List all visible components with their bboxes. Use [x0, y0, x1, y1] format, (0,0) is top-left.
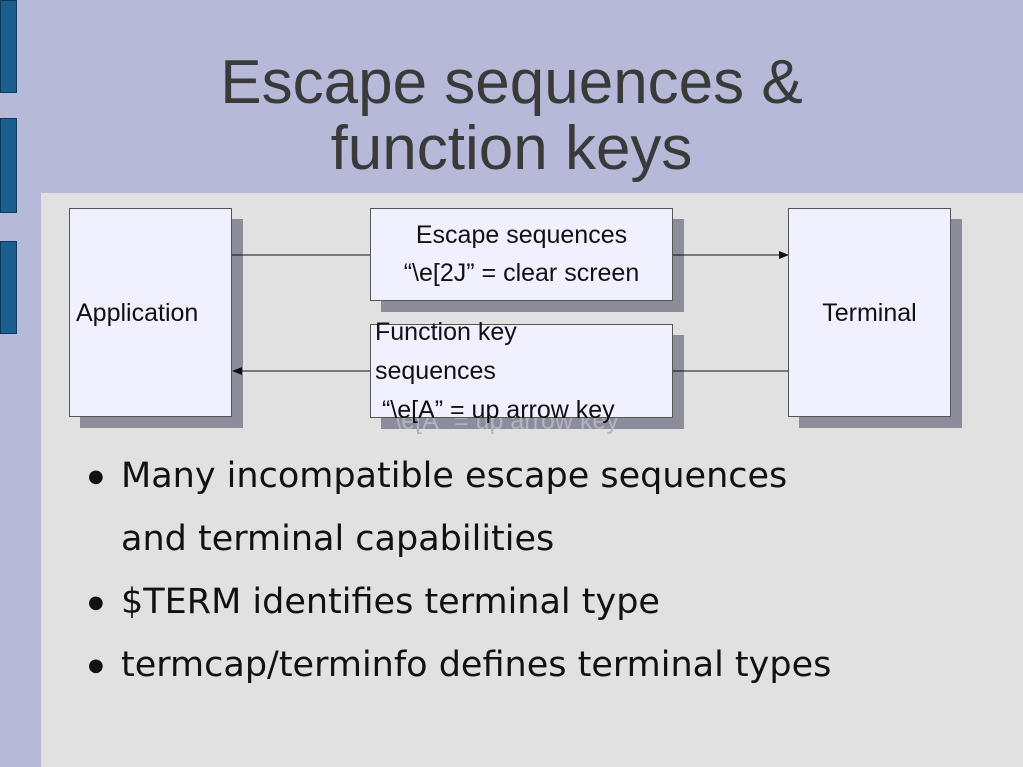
bullet-dot-icon: ● [88, 655, 104, 676]
function-box-line-2: sequences [375, 357, 496, 385]
bullet-1-line-2: and terminal capabilities [121, 519, 555, 559]
function-box-line-1: Function key [375, 318, 517, 346]
escape-sequences-box: Escape sequences “\e[2J” = clear screen [370, 208, 673, 301]
bullet-item-3: ● termcap/terminfo defines terminal type… [88, 634, 831, 697]
bullet-3-text: termcap/terminfo defines terminal types [121, 645, 832, 685]
bullet-dot-icon: ● [88, 466, 104, 487]
slide-title-line-2: function keys [330, 114, 693, 183]
bullet-dot-icon: ● [88, 592, 104, 613]
terminal-box: Terminal [788, 208, 951, 417]
bullet-list: ● Many incompatible escape sequences and… [88, 445, 831, 697]
bullet-2-text: $TERM identifies terminal type [121, 582, 660, 622]
function-box-line-3: “\e[A” = up arrow key [375, 396, 615, 424]
slide-title-line-1: Escape sequences & [220, 48, 803, 117]
terminal-label: Terminal [822, 299, 917, 327]
slide-title: Escape sequences & function keys [0, 50, 1023, 182]
escape-box-line-1: Escape sequences [415, 221, 628, 249]
bullet-item-1: ● Many incompatible escape sequences and… [88, 445, 831, 571]
escape-box-line-2: “\e[2J” = clear screen [403, 259, 640, 287]
bullet-1-line-1: Many incompatible escape sequences [121, 456, 788, 496]
application-box: Application [69, 208, 232, 417]
application-label: Application [76, 299, 199, 327]
function-key-box: Function key sequences “\e[A” = up arrow… [370, 318, 673, 424]
side-tab-3 [0, 241, 17, 334]
side-tab-2 [0, 118, 17, 213]
bullet-item-2: ● $TERM identifies terminal type [88, 571, 831, 634]
side-tab-1 [0, 0, 17, 93]
